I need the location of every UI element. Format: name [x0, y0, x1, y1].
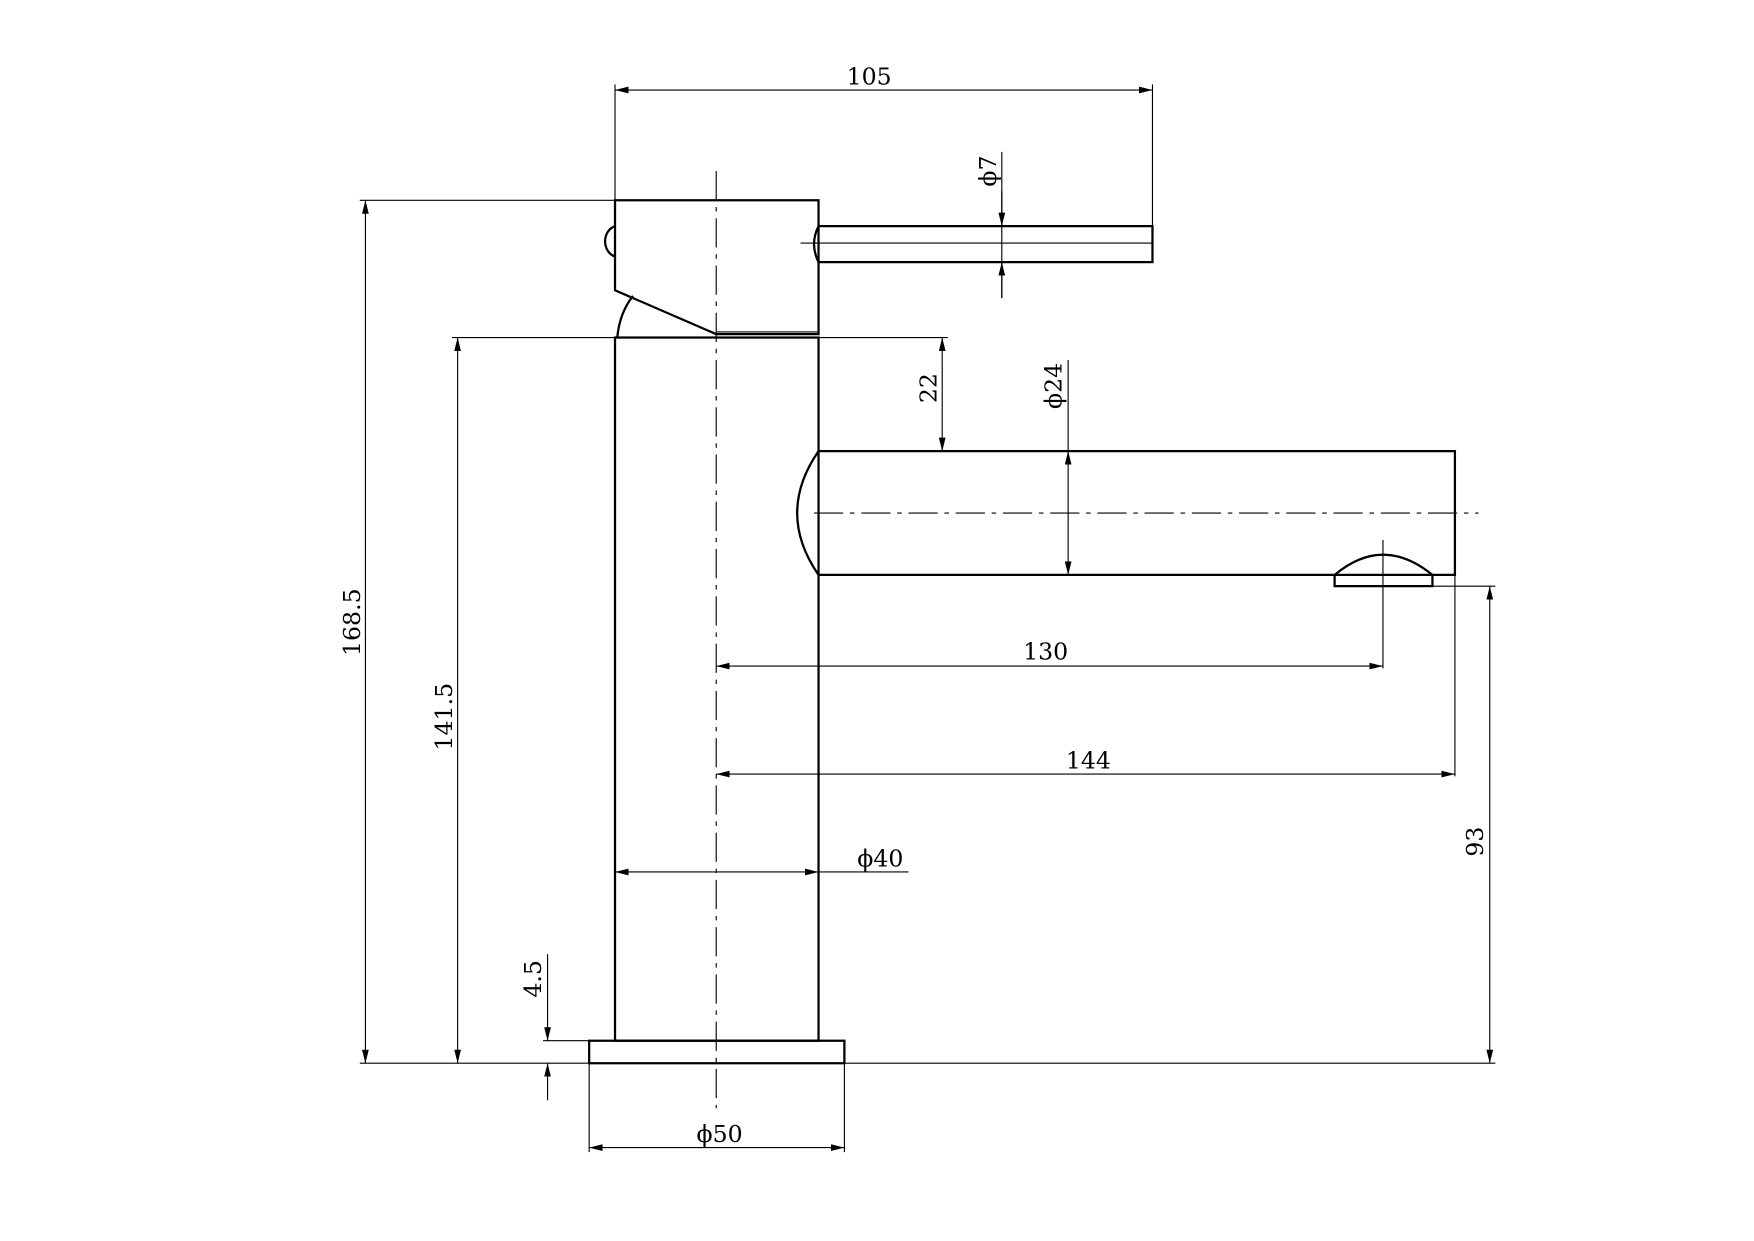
- label-spout-offset: 22: [915, 373, 943, 403]
- handle-head: [613, 199, 820, 336]
- aerator: [1333, 553, 1434, 588]
- label-lever-reach: 105: [847, 62, 892, 90]
- handle-transition-arc: [616, 295, 634, 338]
- label-spout-diameter: ϕ24: [1039, 363, 1067, 409]
- handle-knob: [604, 225, 616, 258]
- label-outlet-height: 93: [1461, 827, 1489, 857]
- label-body-height: 141.5: [430, 683, 458, 751]
- label-total-reach: 144: [1066, 746, 1111, 774]
- label-lever-diameter: ϕ7: [974, 155, 1002, 186]
- label-total-height: 168.5: [338, 588, 366, 656]
- label-outlet-reach: 130: [1023, 637, 1068, 665]
- spout: [796, 450, 1457, 577]
- label-base-diameter: ϕ50: [697, 1120, 743, 1148]
- lever: [812, 225, 1154, 264]
- label-base-thickness: 4.5: [519, 960, 547, 998]
- label-body-diameter: ϕ40: [857, 844, 903, 872]
